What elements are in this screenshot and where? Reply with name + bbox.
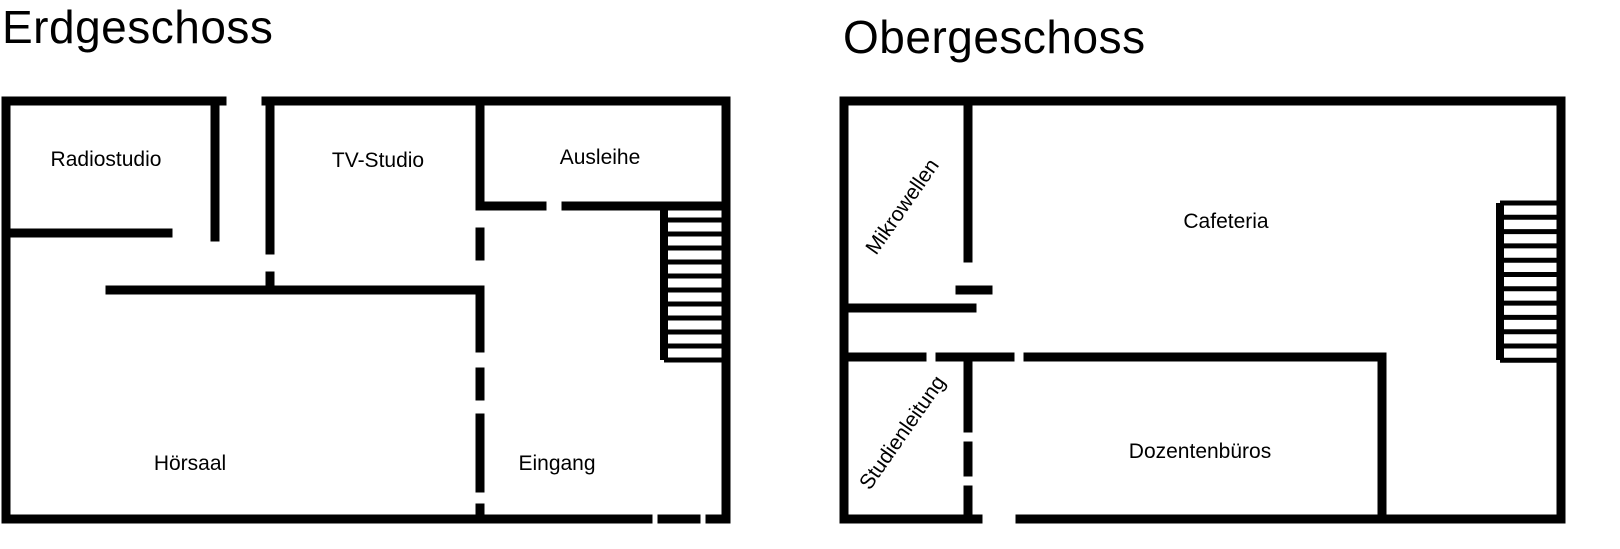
room-label-eingang: Eingang [518, 452, 596, 475]
stairs-erdgeschoss-icon [660, 206, 726, 363]
floor-title-erdgeschoss: Erdgeschoss [2, 1, 274, 53]
walls-erdgeschoss [1, 96, 731, 524]
room-label-hoersaal: Hörsaal [153, 452, 227, 475]
room-label-cafeteria: Cafeteria [1183, 210, 1269, 233]
room-label-tv-studio: TV-Studio [331, 149, 425, 172]
room-label-ausleihe: Ausleihe [559, 146, 641, 169]
floor-title-obergeschoss: Obergeschoss [843, 11, 1146, 63]
walls-obergeschoss [839, 96, 1566, 524]
stairs-obergeschoss-icon [1496, 200, 1561, 363]
room-label-radiostudio: Radiostudio [50, 148, 162, 171]
room-label-dozentenbueros: Dozentenbüros [1128, 440, 1272, 463]
